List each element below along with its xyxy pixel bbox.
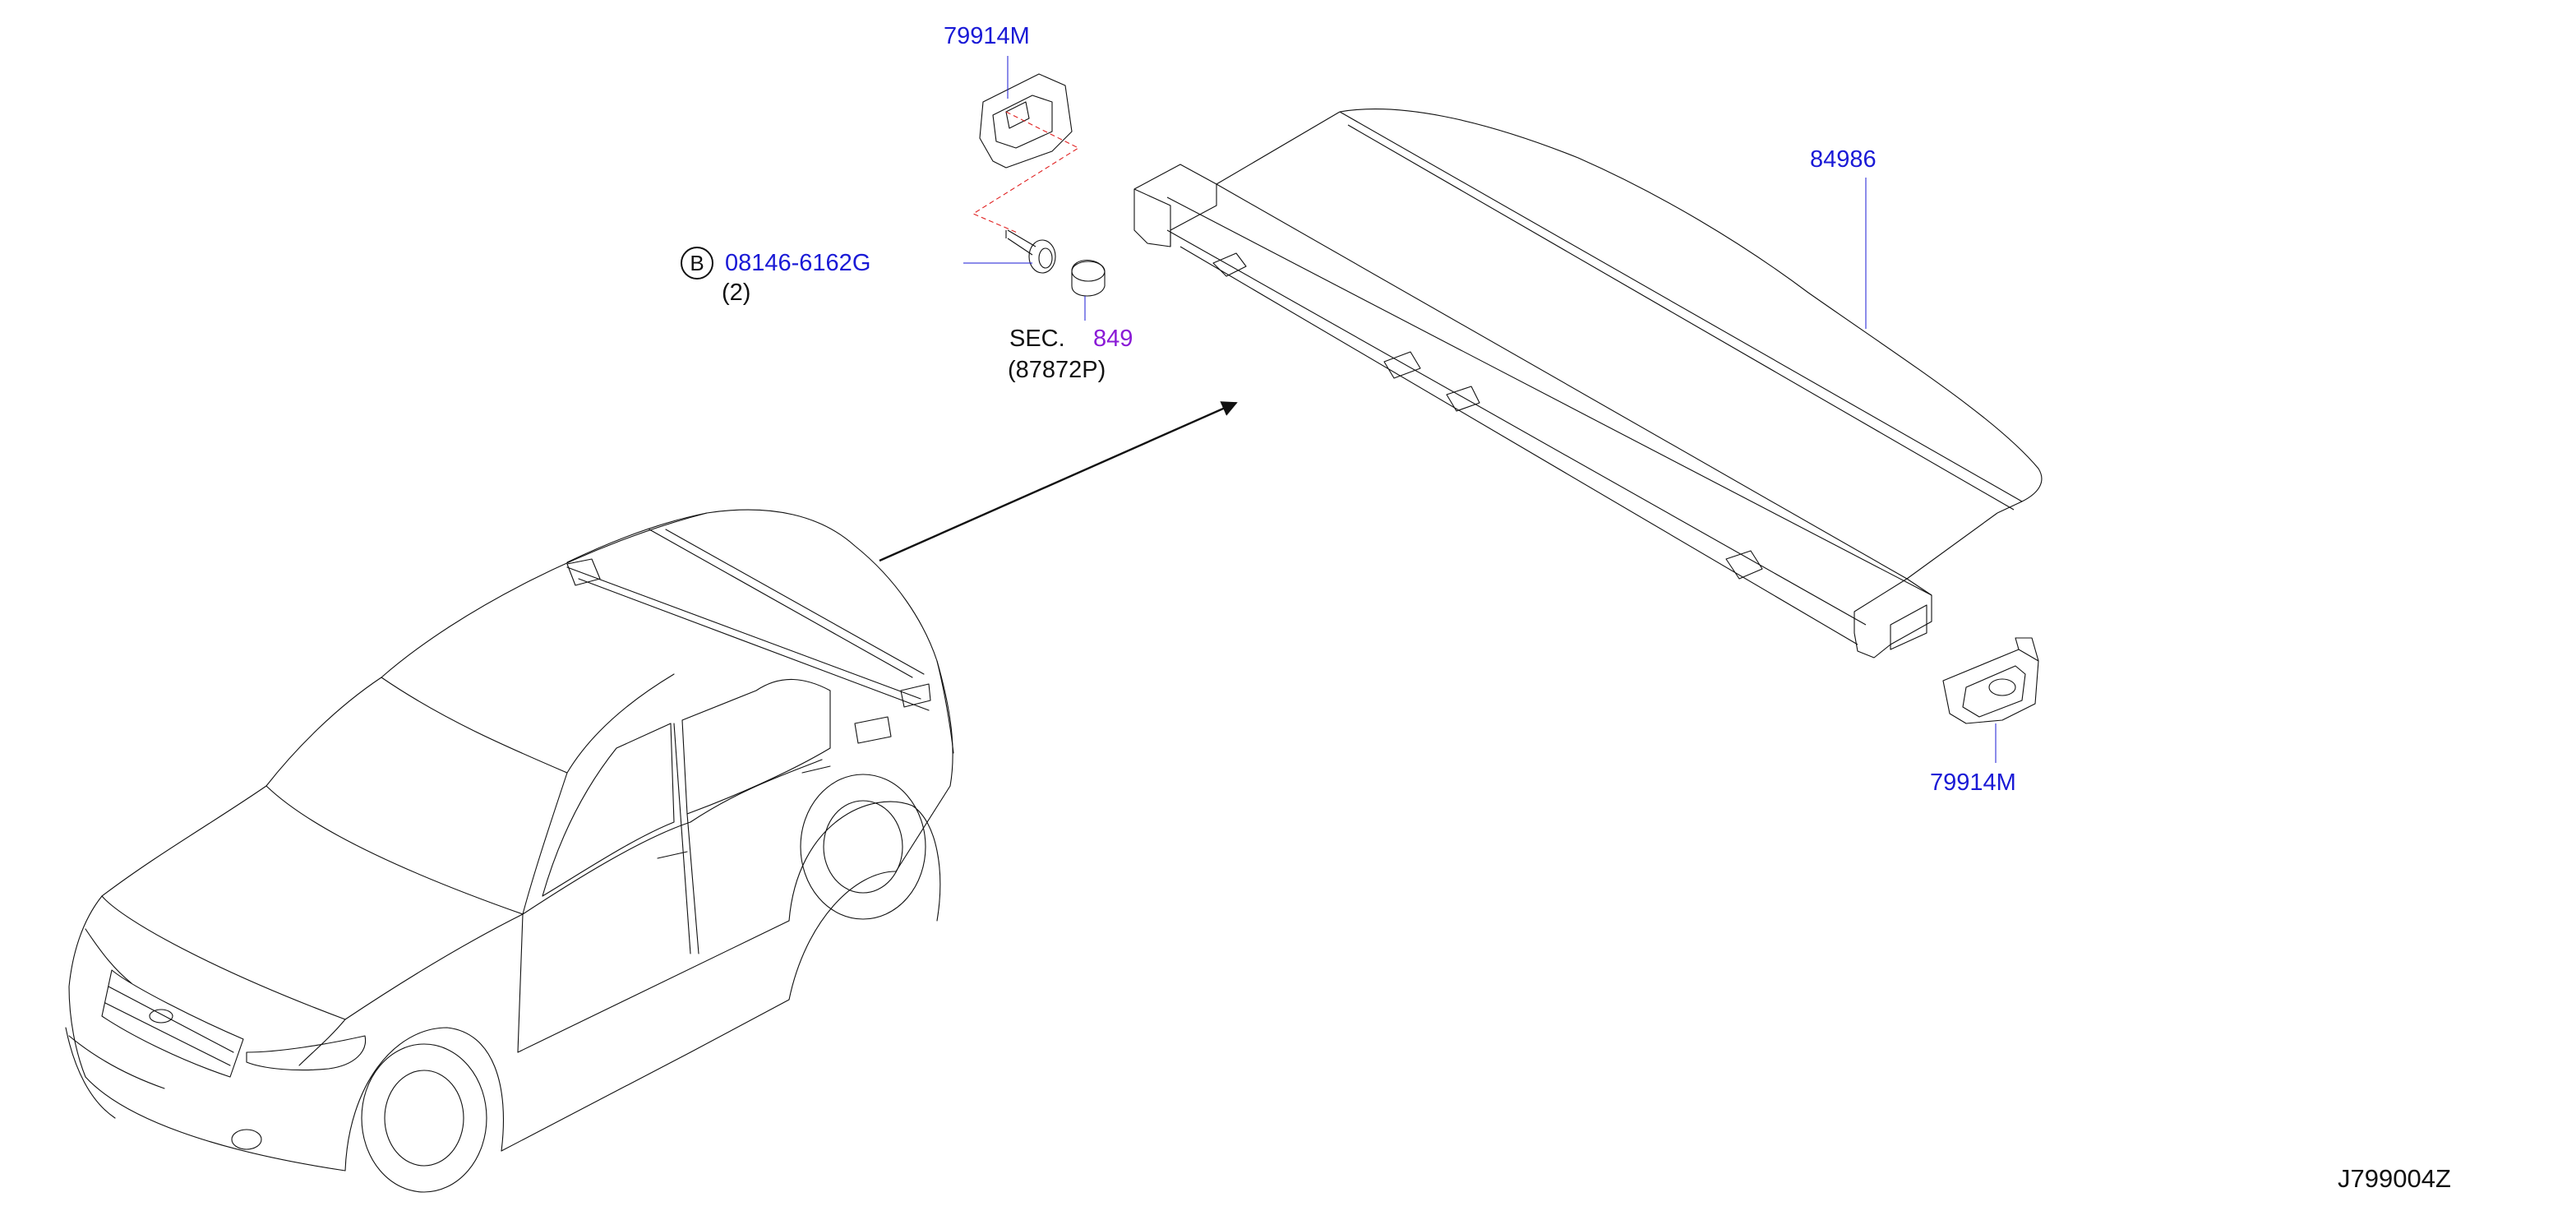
bolt-reference-badge: B — [681, 247, 713, 280]
section-number: 849 — [1093, 326, 1133, 352]
part-number-84986: 84986 — [1810, 146, 1877, 173]
part-number-bolt: 08146-6162G — [725, 250, 871, 276]
bolt — [1006, 230, 1055, 273]
cap — [1072, 261, 1105, 297]
mounting-bracket-right — [1943, 638, 2038, 723]
part-number-79914m-top: 79914M — [944, 23, 1030, 49]
vehicle-outline — [66, 510, 953, 1192]
part-number-79914m-bottom: 79914M — [1930, 769, 2016, 796]
pointer-arrow — [879, 400, 1240, 561]
bolt-quantity: (2) — [722, 280, 751, 306]
tonneau-cover-assembly — [1134, 109, 2042, 658]
mounting-bracket-left — [980, 74, 1072, 168]
dashed-guide-line — [973, 112, 1078, 233]
section-prefix: SEC. — [1009, 326, 1065, 352]
diagram-code: J799004Z — [2338, 1164, 2451, 1193]
leader-lines — [963, 56, 1996, 763]
section-subreference: (87872P) — [1008, 357, 1106, 383]
